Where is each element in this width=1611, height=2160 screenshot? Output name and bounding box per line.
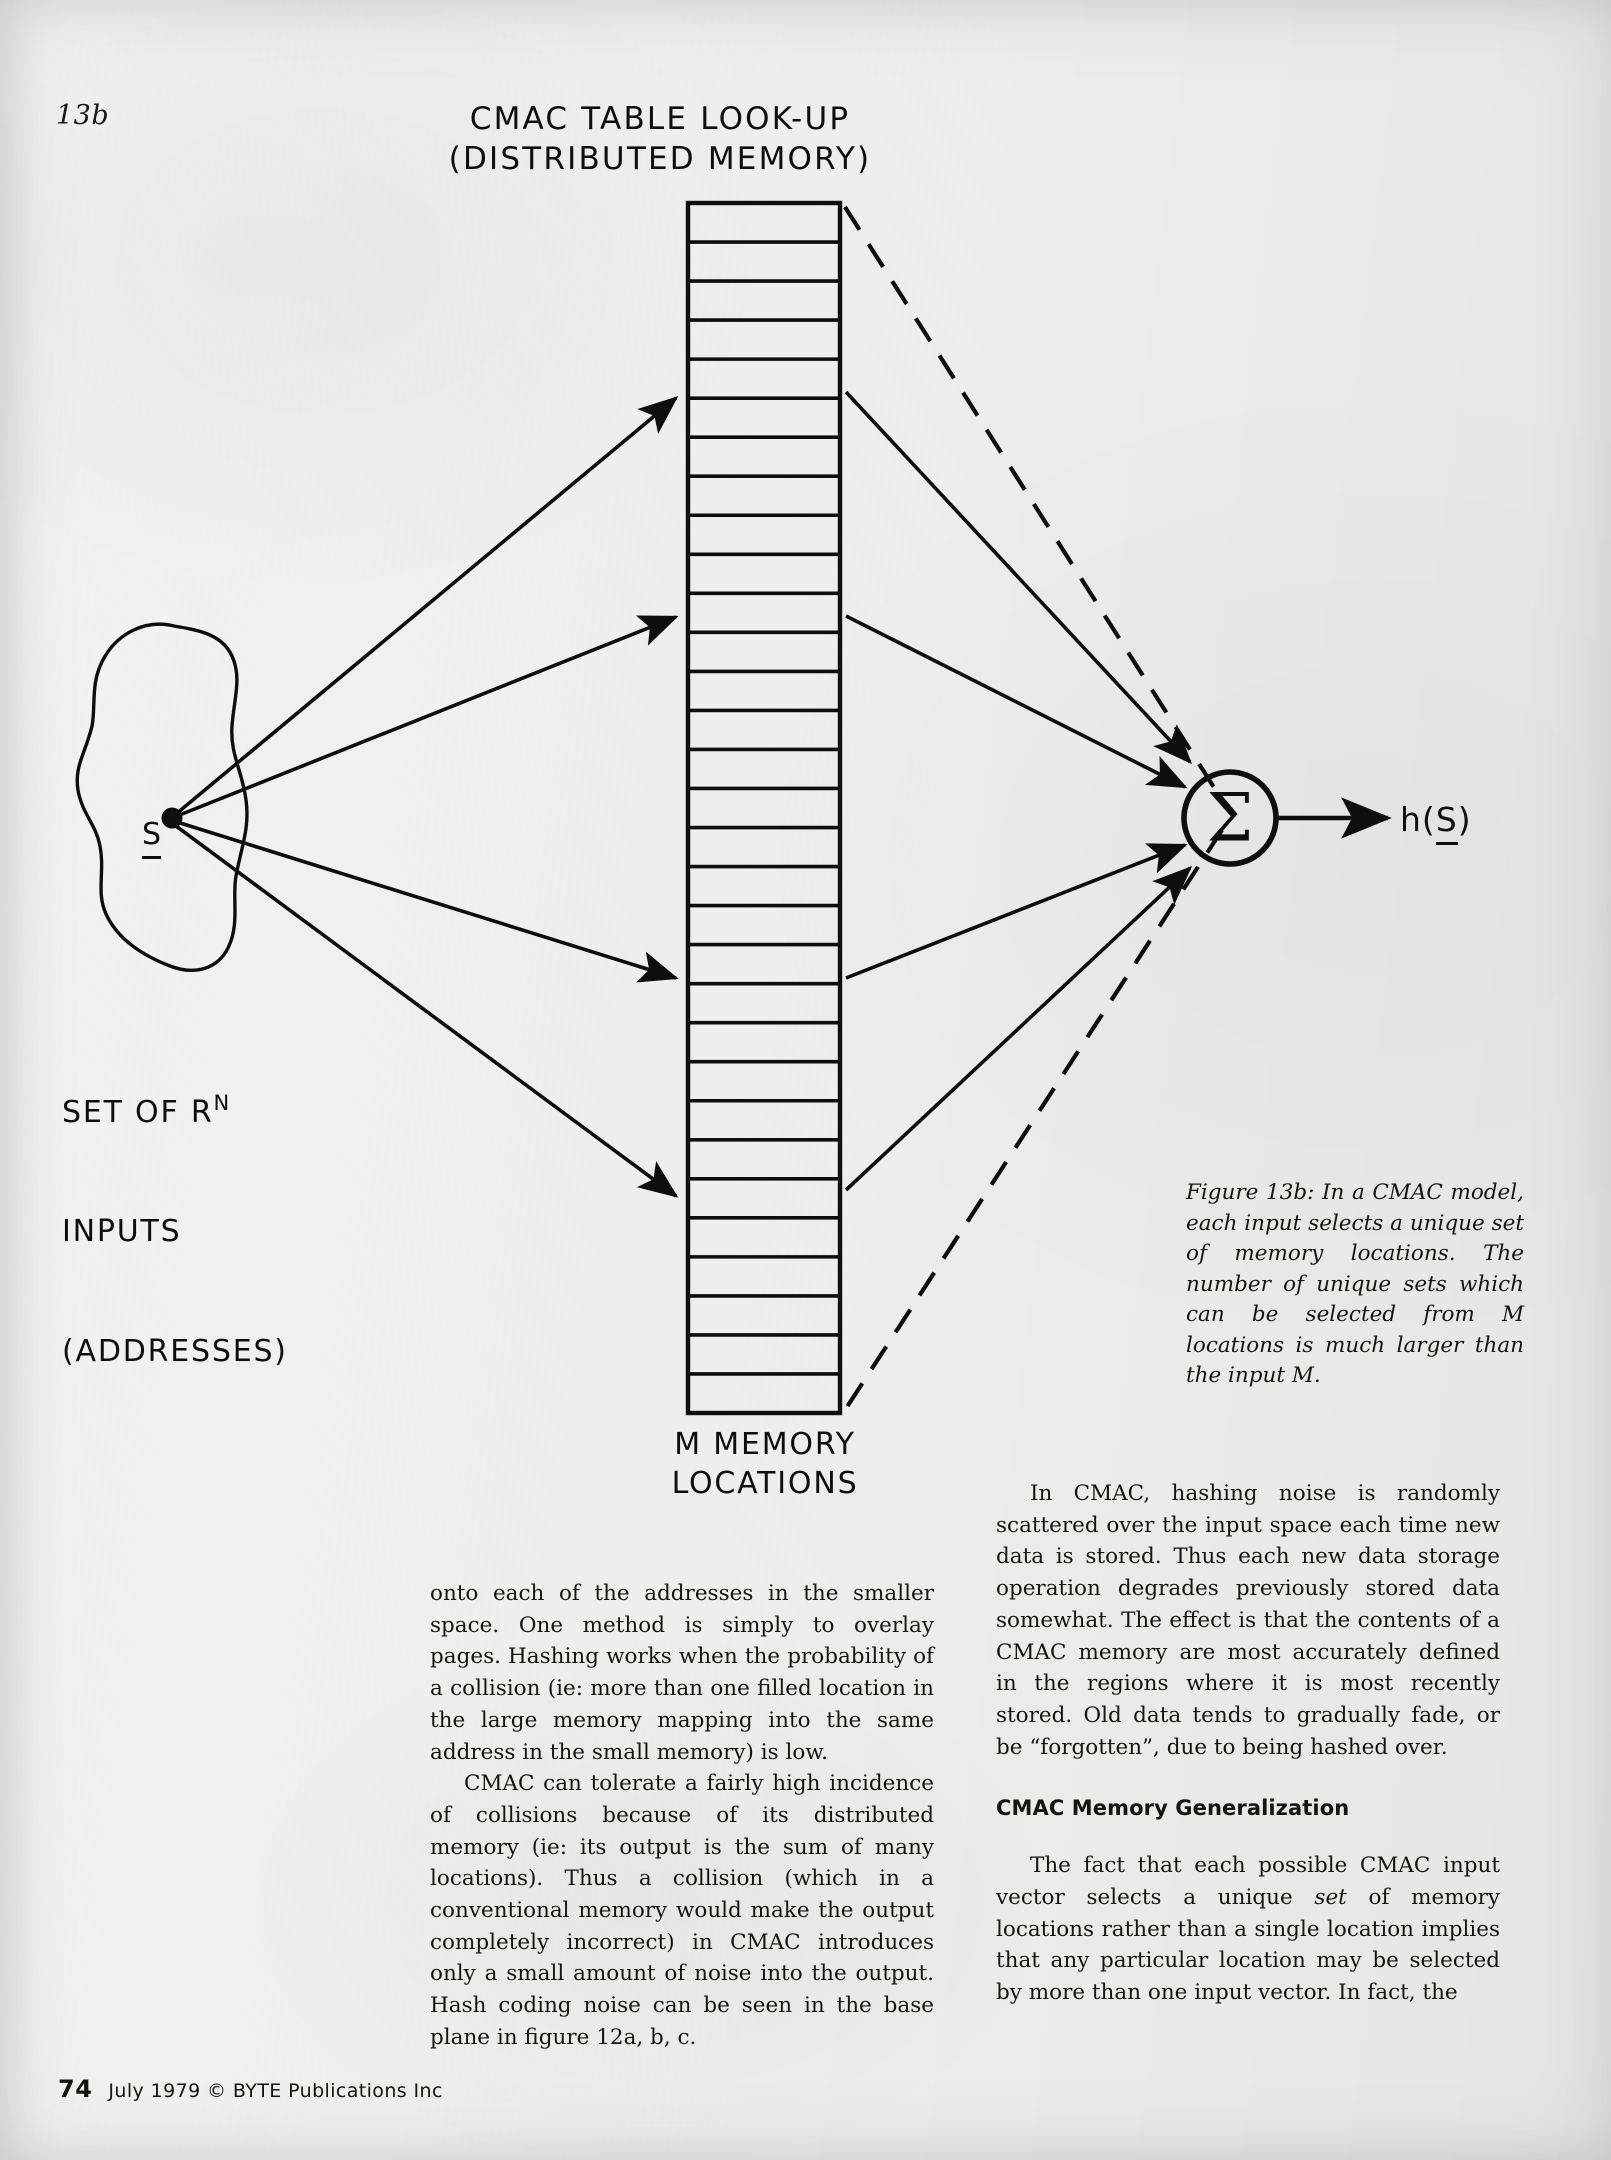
input-set-label-superscript: N — [213, 1090, 230, 1115]
summation-node-symbol: Σ — [1207, 780, 1254, 857]
cmac-diagram: Σ — [75, 200, 1392, 1416]
output-label-prefix: h( — [1400, 800, 1436, 839]
ray-cell-to-sum-3 — [845, 843, 1188, 980]
memory-to-sum-rays — [844, 390, 1193, 1192]
summation-node-circle — [1181, 769, 1279, 867]
selection-envelope-upper — [843, 205, 1224, 802]
footer-credit: July 1979 © BYTE Publications Inc — [108, 2080, 443, 2102]
body-column-right: In CMAC, hashing noise is randomly scatt… — [996, 1478, 1500, 2009]
body-text-emphasis: set — [1314, 1885, 1347, 1910]
ray-input-to-cell-3 — [176, 820, 679, 983]
body-paragraph: The fact that each possible CMAC input v… — [996, 1850, 1500, 2009]
input-point-label: S — [142, 817, 162, 859]
ray-cell-to-sum-2 — [845, 614, 1188, 789]
body-text-fragment: of memory locations rather than a single… — [996, 1885, 1500, 2006]
output-label-suffix: ) — [1457, 800, 1472, 839]
footer-page-number: 74 — [58, 2075, 93, 2103]
section-heading: CMAC Memory Generalization — [996, 1796, 1350, 1821]
figure-caption: Figure 13b: In a CMAC model, each input … — [1186, 1180, 1524, 1389]
diagram-title-line-2: (DISTRIBUTED MEMORY) — [448, 140, 872, 177]
memory-column-outline — [685, 200, 843, 1416]
ray-input-to-cell-4 — [174, 824, 679, 1198]
input-point-label-text: S — [142, 817, 162, 859]
figure-number-marker: 13b — [56, 100, 110, 131]
memory-column-label: M MEMORY LOCATIONS — [600, 1425, 930, 1503]
input-set-label: SET OF RN INPUTS (ADDRESSES) — [62, 1010, 288, 1452]
diagram-title: CMAC TABLE LOOK-UP (DISTRIBUTED MEMORY) — [300, 100, 1020, 179]
input-set-label-line-2: INPUTS — [62, 1214, 182, 1250]
body-column-left: onto each of the addresses in the smalle… — [430, 1578, 934, 2054]
page-footer: 74 July 1979 © BYTE Publications Inc — [58, 2075, 443, 2103]
ray-input-to-cell-2 — [176, 615, 679, 818]
input-set-label-prefix: SET OF R — [62, 1094, 214, 1130]
body-text-fragment: The fact that each possible CMAC input v… — [996, 1853, 1500, 1910]
input-set-label-line-3: (ADDRESSES) — [62, 1334, 288, 1370]
selection-envelope-lower — [843, 828, 1224, 1412]
input-to-memory-rays — [174, 396, 679, 1198]
body-paragraph: CMAC can tolerate a fairly high incidenc… — [430, 1771, 934, 2050]
input-set-blob — [75, 622, 249, 972]
input-set-label-line-1: SET OF RN — [62, 1090, 288, 1133]
memory-cell-dividers — [688, 240, 840, 1376]
diagram-title-line-1: CMAC TABLE LOOK-UP — [469, 101, 851, 137]
memory-column-label-line-2: LOCATIONS — [671, 1466, 859, 1501]
output-label: h(S) — [1400, 800, 1472, 845]
body-paragraph: In CMAC, hashing noise is randomly scatt… — [996, 1481, 1500, 1760]
ray-cell-to-sum-4 — [844, 866, 1193, 1192]
output-label-variable: S — [1435, 800, 1458, 845]
body-paragraph: onto each of the addresses in the smalle… — [430, 1581, 934, 1765]
ray-cell-to-sum-1 — [844, 390, 1192, 765]
memory-column-label-line-1: M MEMORY — [674, 1427, 856, 1462]
ray-input-to-cell-1 — [174, 396, 679, 816]
